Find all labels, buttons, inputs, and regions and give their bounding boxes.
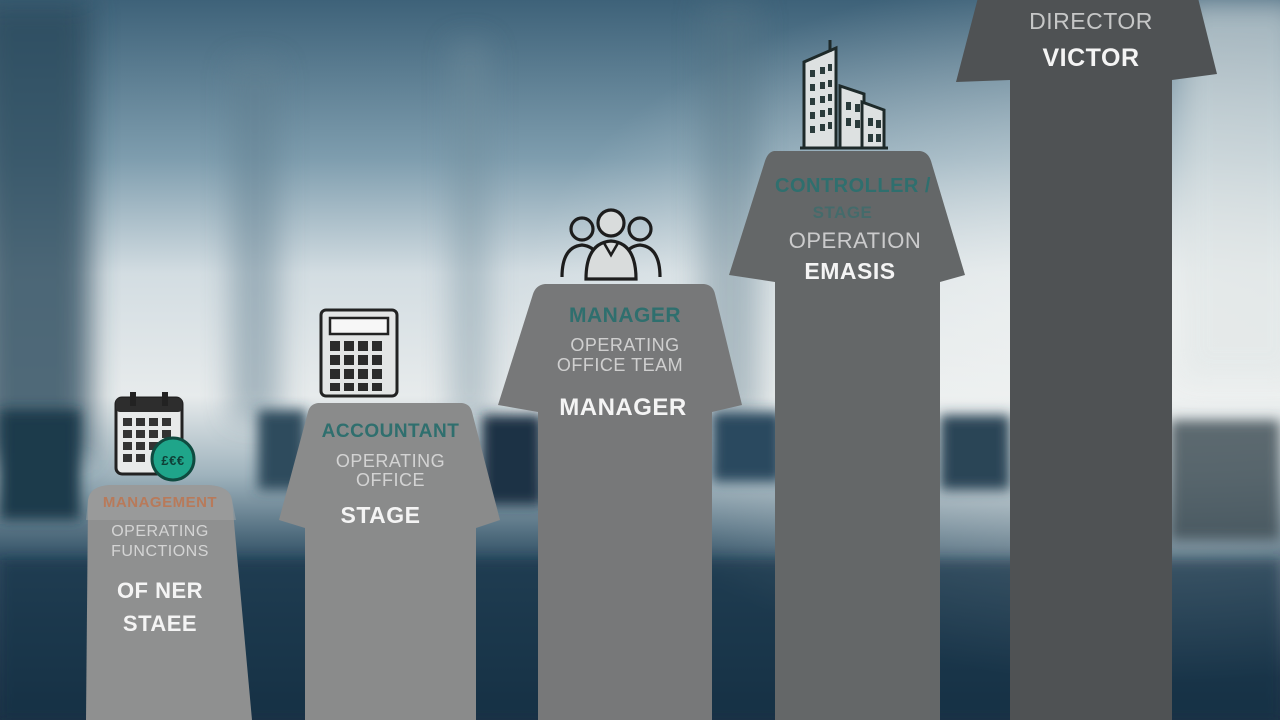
- calendar-badge-icon: [114, 392, 196, 482]
- calculator-icon: [319, 308, 399, 398]
- step-2-line-3: OFFICE: [356, 470, 425, 490]
- step-3-line-4: MANAGER: [559, 394, 687, 421]
- step-1-title: MANAGEMENT: [102, 494, 218, 511]
- step-1-line-3: FUNCTIONS: [111, 543, 209, 560]
- step-1-line-4: OF NER: [116, 578, 204, 603]
- badge-text: £€€: [161, 453, 185, 468]
- step-4-line-3: OPERATION: [788, 228, 922, 253]
- step-3-line-2: OPERATING: [570, 335, 680, 355]
- step-5-line-2: VICTOR: [1042, 44, 1140, 72]
- step-4-line-4: EMASIS: [804, 258, 896, 284]
- step-1-line-5: STAEE: [122, 611, 198, 636]
- team-people-icon: [560, 208, 662, 281]
- step-3-line-3: OFFICE TEAM: [556, 355, 684, 375]
- step-4-title: CONTROLLER /: [775, 175, 931, 197]
- step-1-line-2: OPERATING: [111, 523, 209, 540]
- step-2-line-2: OPERATING: [335, 451, 446, 471]
- step-2-title: ACCOUNTANT: [321, 421, 460, 442]
- step-4-line-2: STAGE: [812, 203, 873, 222]
- step-5-title: DIRECTOR: [1029, 8, 1153, 34]
- office-building-icon: [800, 40, 888, 150]
- step-2-line-4: STAGE: [340, 502, 421, 528]
- step-3-title: MANAGER: [569, 304, 681, 327]
